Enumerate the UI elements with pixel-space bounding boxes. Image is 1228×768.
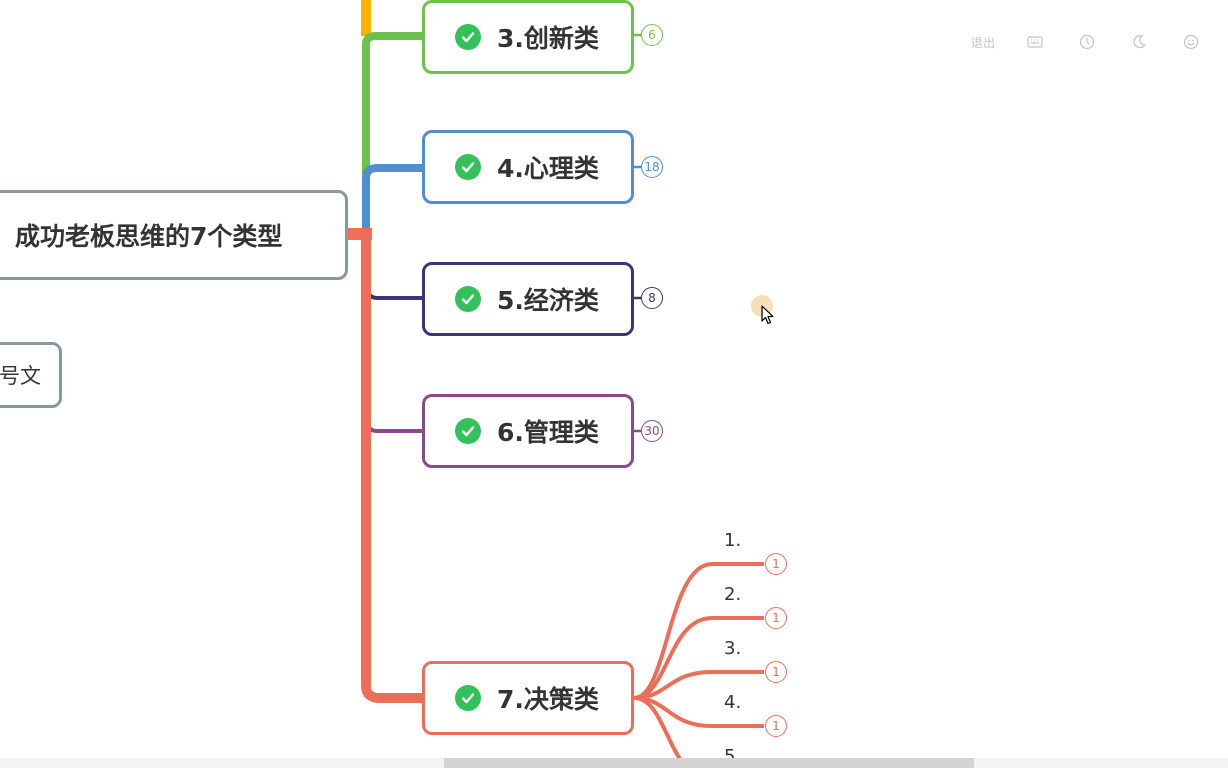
topic-node-economy[interactable]: 5.经济类 [422,262,634,336]
smiley-icon [1183,34,1199,50]
root-node[interactable]: 成功老板思维的7个类型 [0,190,348,280]
check-icon [455,24,481,50]
topic-node-decision[interactable]: 7.决策类 [422,661,634,735]
branch-line-innovation [362,32,424,175]
topic-label-management: 6.管理类 [497,418,599,447]
child-line-1 [633,562,764,700]
exit-button-label: 退出 [970,35,995,50]
check-icon [455,418,481,444]
child-node-label-3[interactable]: 3. [724,638,742,659]
theme-button[interactable] [1113,34,1165,50]
child-node-label-2[interactable]: 2. [724,584,742,605]
child-node-label-1[interactable]: 1. [724,530,742,551]
count-badge-psychology-value: 18 [644,160,660,174]
child-count-badge-1[interactable]: 1 [765,553,787,575]
child-count-badge-3-value: 1 [772,665,780,679]
count-badge-psychology[interactable]: 18 [641,156,663,178]
history-button[interactable] [1061,34,1113,50]
check-icon [455,286,481,312]
branch-line-psychology [362,164,424,230]
child-count-badge-1-value: 1 [772,557,780,571]
branch-line-economy [366,282,424,300]
topic-label-economy: 5.经济类 [497,286,599,315]
emoji-button[interactable] [1165,34,1217,50]
branch-line-decision [361,228,424,703]
count-badge-innovation[interactable]: 6 [641,24,663,46]
count-badge-economy[interactable]: 8 [641,287,663,309]
count-badge-innovation-value: 6 [648,28,656,42]
check-icon [455,685,481,711]
child-line-5 [633,696,690,768]
mouse-cursor-icon [761,305,774,325]
child-count-badge-2[interactable]: 1 [765,607,787,629]
count-badge-economy-value: 8 [648,291,656,305]
horizontal-scrollbar-thumb[interactable] [444,758,974,768]
exit-button[interactable]: 退出 [957,34,1009,51]
child-count-badge-4-value: 1 [772,719,780,733]
child-count-badge-3[interactable]: 1 [765,661,787,683]
topic-label-decision: 7.决策类 [497,685,599,714]
child-count-badge-4[interactable]: 1 [765,715,787,737]
child-count-badge-2-value: 1 [772,611,780,625]
topic-node-management[interactable]: 6.管理类 [422,394,634,468]
topic-label-psychology: 4.心理类 [497,154,599,183]
side-node[interactable]: 号文 [0,342,62,408]
child-node-label-4[interactable]: 4. [724,692,742,713]
topic-node-psychology[interactable]: 4.心理类 [422,130,634,204]
clock-icon [1079,34,1095,50]
root-node-label: 成功老板思维的7个类型 [15,222,283,251]
moon-icon [1133,35,1147,49]
child-line-2 [633,616,764,700]
topic-node-innovation[interactable]: 3.创新类 [422,0,634,74]
child-line-3 [633,670,764,700]
topic-label-innovation: 3.创新类 [497,24,599,53]
top-toolbar: 退出 [957,27,1228,57]
branch-line-management [366,416,424,433]
check-icon [455,154,481,180]
side-node-label: 号文 [0,364,41,388]
keyboard-icon [1027,36,1043,48]
count-badge-management[interactable]: 30 [641,420,663,442]
count-badge-management-value: 30 [644,424,660,438]
keyboard-button[interactable] [1009,36,1061,48]
